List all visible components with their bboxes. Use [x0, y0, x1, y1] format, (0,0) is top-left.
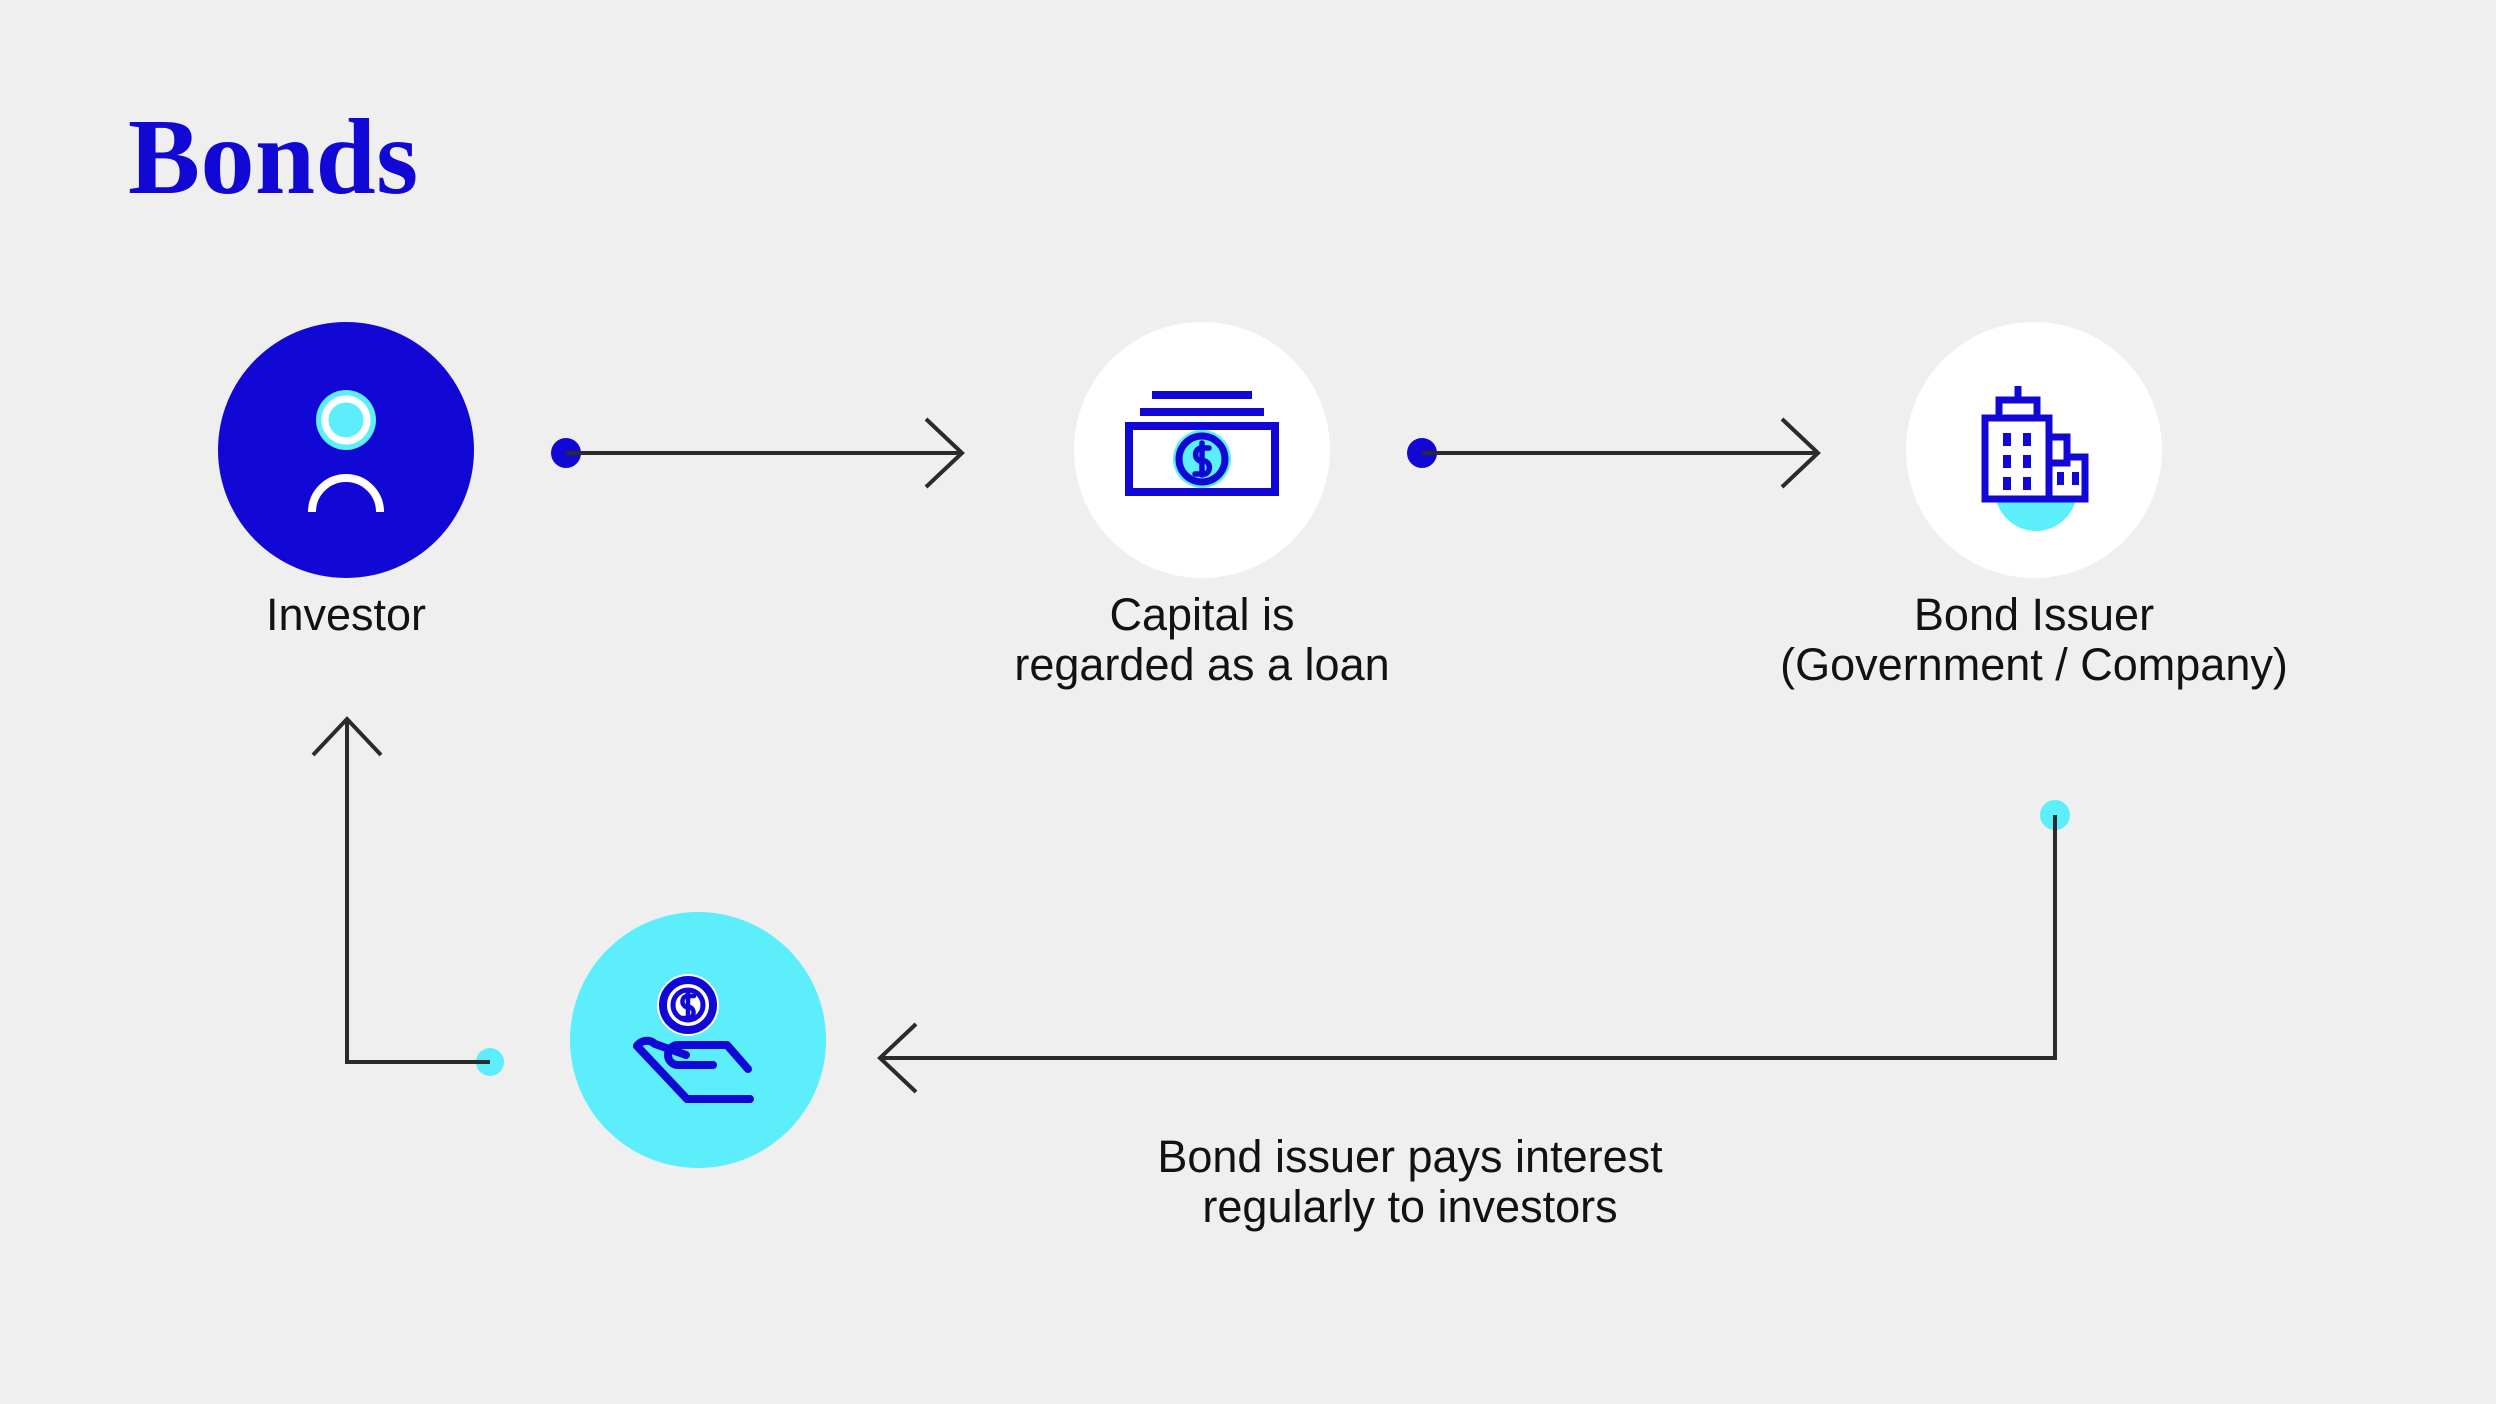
connector-interest-to-investor: [311, 716, 504, 1076]
hand-holding-coin-icon: [633, 974, 754, 1103]
arrowhead-left-icon: [877, 1022, 918, 1094]
buildings-icon: [1981, 386, 2089, 531]
connector-capital-to-issuer: [1407, 417, 1821, 489]
node-investor[interactable]: Investor: [218, 322, 474, 640]
node-issuer[interactable]: Bond Issuer (Government / Company): [1780, 322, 2288, 690]
node-interest-label: Bond issuer pays interest regularly to i…: [1157, 1131, 1663, 1233]
connector-investor-to-capital: [551, 417, 965, 489]
arrowhead-right-icon: [924, 417, 965, 489]
node-issuer-label: Bond Issuer (Government / Company): [1780, 589, 2288, 691]
connector-line: [880, 815, 2057, 1060]
node-capital-label: Capital is regarded as a loan: [1014, 589, 1390, 691]
page-title: Bonds: [128, 98, 419, 217]
connector-line: [345, 719, 490, 1064]
node-interest[interactable]: Bond issuer pays interest regularly to i…: [570, 912, 1663, 1232]
banknote-dollar-icon: [1125, 391, 1279, 496]
arrowhead-up-icon: [311, 716, 383, 757]
node-interest-circle: [570, 912, 826, 1168]
person-icon: [308, 390, 384, 513]
connector-issuer-to-interest: [877, 800, 2070, 1094]
arrowhead-right-icon: [1780, 417, 1821, 489]
node-investor-label: Investor: [265, 589, 427, 640]
node-capital[interactable]: Capital is regarded as a loan: [1014, 322, 1390, 690]
